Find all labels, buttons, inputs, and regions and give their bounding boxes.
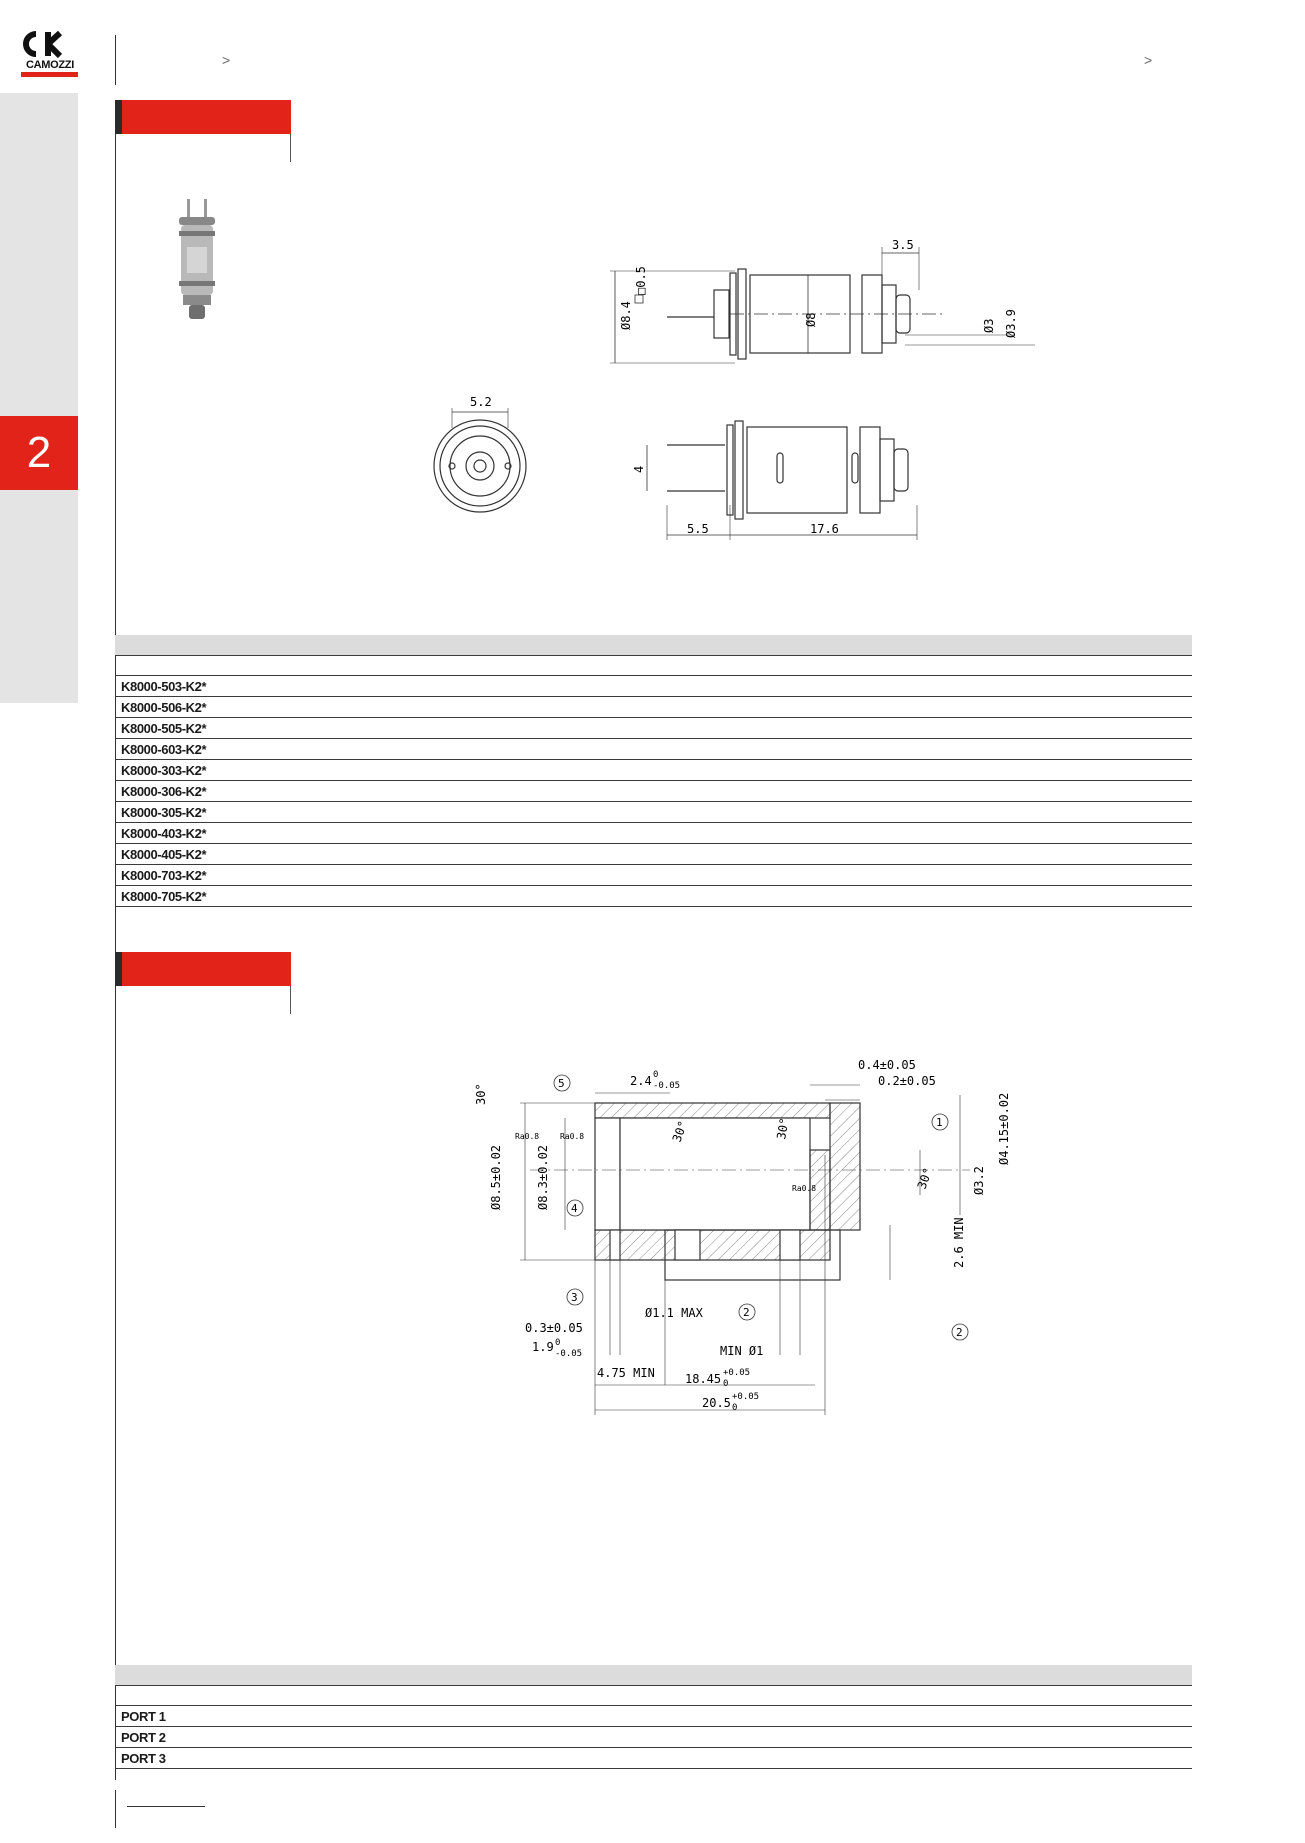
callout-1: 1	[936, 1116, 943, 1129]
dim-min-d1: MIN Ø1	[720, 1344, 763, 1358]
dim-1-9: 1.9	[532, 1340, 554, 1354]
cavity-drawing: 5 1 4 3 2 2 30° 30° 30° 30° 2.4 0 -0.05 …	[474, 1058, 1011, 1415]
table-row: PORT 2	[115, 1727, 1192, 1748]
dim-0-3: 0.3±0.05	[525, 1321, 583, 1335]
dim-17-6: 17.6	[810, 522, 839, 536]
section-heading-1	[115, 100, 291, 134]
table-subheader-row	[115, 655, 1192, 676]
product-photo	[179, 199, 215, 319]
dim-20-5: 20.5	[702, 1396, 731, 1410]
callout-4: 4	[571, 1202, 578, 1215]
chapter-tab[interactable]: 2	[0, 416, 78, 490]
footer-rule	[127, 1806, 205, 1807]
table-row: K8000-705-K2*	[115, 886, 1192, 907]
port-table: PORT 1 PORT 2 PORT 3	[115, 1665, 1192, 1769]
callout-5: 5	[558, 1077, 565, 1090]
dim-5-2: 5.2	[470, 395, 492, 409]
dim-d-1-1-max: Ø1.1 MAX	[645, 1306, 704, 1320]
dim-0-4: 0.4±0.05	[858, 1058, 916, 1072]
dim-2-4: 2.4	[630, 1074, 652, 1088]
ra-mark-3: Ra0.8	[792, 1184, 816, 1193]
dim-18-45-up: +0.05	[723, 1368, 750, 1378]
dim-2-6-min: 2.6 MIN	[952, 1217, 966, 1268]
section-heading-1-rule	[290, 134, 291, 162]
sidebar	[0, 93, 78, 703]
table-header	[115, 635, 1192, 655]
table-row: K8000-603-K2*	[115, 739, 1192, 760]
dim-0-2: 0.2±0.05	[878, 1074, 936, 1088]
table-row: K8000-505-K2*	[115, 718, 1192, 739]
table-row: K8000-305-K2*	[115, 802, 1192, 823]
table-header	[115, 1665, 1192, 1685]
section-heading-2	[115, 952, 291, 986]
table-row: K8000-703-K2*	[115, 865, 1192, 886]
product-code-table: K8000-503-K2* K8000-506-K2* K8000-505-K2…	[115, 635, 1192, 907]
ra-mark-2: Ra0.8	[560, 1132, 584, 1141]
dim-5-5: 5.5	[687, 522, 709, 536]
dim-4-75-min: 4.75 MIN	[597, 1366, 655, 1380]
logo-bar	[21, 72, 78, 77]
dim-d-3: Ø3	[982, 319, 996, 333]
dim-d-8: Ø8	[804, 313, 818, 327]
section-heading-2-rule	[290, 986, 291, 1014]
logo-text: CAMOZZI	[25, 59, 74, 71]
footer-divider	[115, 1790, 116, 1828]
front-view-drawing: 5.2	[433, 395, 527, 513]
dim-20-5-up: +0.05	[732, 1392, 759, 1402]
angle-30-d: 30°	[915, 1166, 936, 1191]
ra-mark-1: Ra0.8	[515, 1132, 539, 1141]
dim-d-4-15: Ø4.15±0.02	[997, 1093, 1011, 1165]
table-row: PORT 1	[115, 1706, 1192, 1727]
dim-sq-0-5: □0.5	[634, 266, 648, 295]
dim-d-8-5: Ø8.5±0.02	[489, 1145, 503, 1210]
dim-3-5: 3.5	[892, 238, 914, 252]
dim-2-4-tol-dn: -0.05	[653, 1081, 680, 1091]
technical-drawing-1: Ø8.4 □0.5 Ø8 3.5 Ø3 Ø3.9 4 5.5 17.6	[610, 238, 1035, 540]
dim-d-3-2: Ø3.2	[972, 1166, 986, 1195]
dim-d-3-9: Ø3.9	[1004, 309, 1018, 338]
dim-2-4-tol-up: 0	[653, 1070, 658, 1080]
table-row: K8000-303-K2*	[115, 760, 1192, 781]
angle-30-a: 30°	[474, 1083, 488, 1105]
header-divider	[115, 35, 116, 85]
table-subheader-row	[115, 1685, 1192, 1706]
dim-18-45: 18.45	[685, 1372, 721, 1386]
table-row: K8000-506-K2*	[115, 697, 1192, 718]
angle-30-b: 30°	[670, 1119, 691, 1144]
breadcrumb-arrow-left[interactable]: >	[222, 52, 231, 68]
callout-3: 3	[571, 1291, 578, 1304]
dim-20-5-dn: 0	[732, 1403, 737, 1413]
dim-d-8-4: Ø8.4	[619, 301, 633, 330]
dim-18-45-dn: 0	[723, 1379, 728, 1389]
callout-2: 2	[743, 1306, 750, 1319]
dim-1-9-tol-dn: -0.05	[555, 1349, 582, 1359]
dim-d-8-3: Ø8.3±0.02	[536, 1145, 550, 1210]
table-row: K8000-405-K2*	[115, 844, 1192, 865]
table-row: K8000-403-K2*	[115, 823, 1192, 844]
dim-1-9-tol-up: 0	[555, 1338, 560, 1348]
angle-30-c: 30°	[774, 1117, 792, 1141]
dim-4: 4	[632, 466, 646, 473]
camozzi-logo-icon	[23, 30, 63, 59]
table-row: K8000-503-K2*	[115, 676, 1192, 697]
callout-2b: 2	[956, 1326, 963, 1339]
table-row: K8000-306-K2*	[115, 781, 1192, 802]
table-row: PORT 3	[115, 1748, 1192, 1769]
breadcrumb-arrow-right[interactable]: >	[1144, 52, 1153, 68]
